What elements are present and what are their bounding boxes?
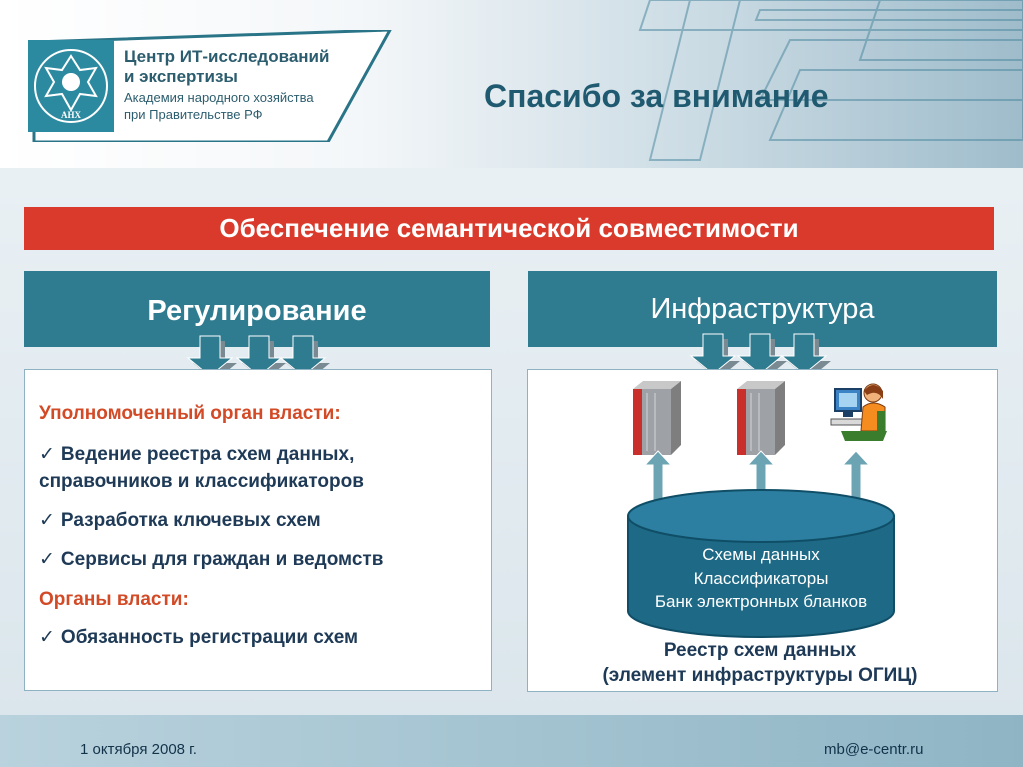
list-item-text: Ведение реестра схем данных, [60, 444, 355, 465]
list-item-continuation: справочников и классификаторов [39, 471, 364, 492]
infrastructure-diagram [627, 381, 895, 638]
db-line-forms: Банк электронных бланков [654, 592, 868, 611]
server-icon [737, 381, 785, 455]
registry-caption-sub: (элемент инфраструктуры ОГИЦ) [602, 665, 918, 686]
checkmark-icon: ✓ [39, 510, 55, 531]
db-line-classifiers: Классификаторы [693, 569, 829, 588]
slide-title: Спасибо за внимание [484, 78, 829, 114]
checkmark-icon: ✓ [39, 627, 55, 648]
list-item: ✓Обязанность регистрации схем [39, 624, 358, 651]
checkmark-icon: ✓ [39, 549, 55, 570]
logo-line2: и экспертизы [124, 67, 238, 86]
db-line-schemas: Схемы данных [702, 545, 820, 564]
section-bodies: Органы власти: [39, 589, 189, 610]
list-item-text: Обязанность регистрации схем [60, 627, 359, 648]
section-authority: Уполномоченный орган власти: [39, 403, 341, 424]
operator-icon [830, 383, 887, 441]
registry-caption: Реестр схем данных [663, 640, 857, 661]
panel-regulation [24, 369, 492, 691]
server-icon [633, 381, 681, 455]
footer [0, 715, 1023, 767]
checkmark-icon: ✓ [39, 444, 55, 465]
logo-line1: Центр ИТ-исследований [124, 47, 330, 66]
list-item-text: Сервисы для граждан и ведомств [60, 549, 384, 570]
footer-email[interactable]: mb@e-centr.ru [824, 741, 924, 758]
footer-date: 1 октября 2008 г. [80, 741, 197, 758]
emblem-icon: АНХ [61, 110, 81, 120]
logo-text: Центр ИТ-исследований и экспертизы Акаде… [124, 47, 329, 123]
banner: Обеспечение семантической совместимости [24, 207, 994, 250]
header: АНХ Центр ИТ-исследований и экспертизы А… [0, 0, 1023, 168]
logo-line3: Академия народного хозяйства [124, 90, 314, 105]
list-item: ✓Ведение реестра схем данных, [39, 441, 354, 468]
logo: АНХ [28, 28, 393, 144]
panel-header-regulation: Регулирование [24, 271, 490, 347]
list-item: ✓Разработка ключевых схем [39, 507, 321, 534]
header-decoration [638, 0, 1023, 161]
logo-frame [28, 28, 393, 144]
list-item: ✓Сервисы для граждан и ведомств [39, 546, 383, 573]
list-item-text: Разработка ключевых схем [60, 510, 321, 531]
database-cylinder [627, 489, 895, 638]
logo-line4: при Правительстве РФ [124, 107, 263, 122]
